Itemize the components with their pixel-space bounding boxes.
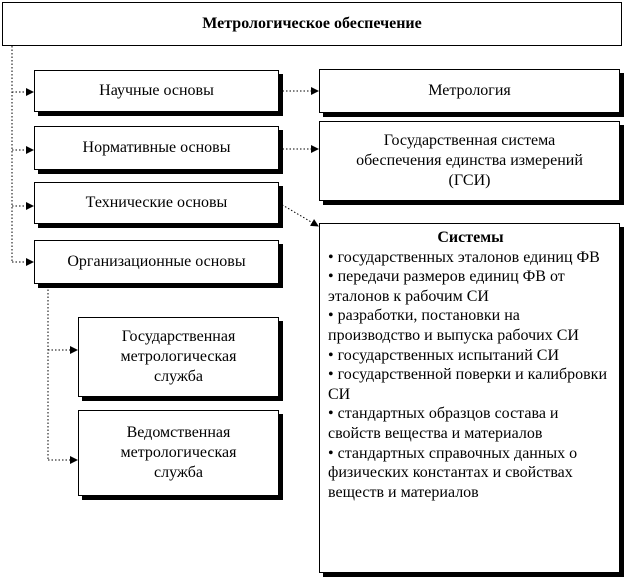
systems-item: разработки, постановки на производство и…: [328, 306, 613, 345]
node-scientific-basis: Научные основы: [34, 70, 279, 112]
node-gsi: Государственная система обеспечения един…: [319, 121, 620, 201]
node-state-metrological-service: Государственная метрологическая служба: [78, 317, 279, 397]
node-technical-basis: Технические основы: [34, 182, 279, 224]
departmental-service-line-3: служба: [154, 464, 203, 481]
systems-item: государственных эталонов единиц ФВ: [328, 248, 613, 268]
systems-list: государственных эталонов единиц ФВ перед…: [328, 248, 613, 503]
state-service-line-1: Государственная: [121, 328, 236, 345]
node-metrology: Метрология: [319, 69, 620, 113]
node-organizational-basis: Организационные основы: [34, 240, 279, 284]
state-service-line-2: метрологическая: [120, 348, 237, 365]
node-gsi-line-1: Государственная система: [383, 132, 556, 149]
title-box: Метрологическое обеспечение: [2, 2, 622, 46]
departmental-service-line-1: Ведомственная: [126, 424, 231, 441]
title-text: Метрологическое обеспечение: [202, 15, 422, 32]
systems-item: государственных испытаний СИ: [328, 346, 613, 366]
departmental-service-line-2: метрологическая: [120, 444, 237, 461]
systems-item: передачи размеров единиц ФВ от эталонов …: [328, 267, 613, 306]
state-service-line-3: служба: [154, 368, 203, 385]
link-technical-systems: [278, 202, 319, 227]
node-normative-basis-label: Нормативные основы: [82, 139, 231, 156]
node-metrology-label: Метрология: [428, 82, 511, 99]
systems-item: стандартных образцов состава и свойств в…: [328, 404, 613, 443]
systems-item: государственной поверки и калибровки СИ: [328, 365, 613, 404]
node-gsi-line-3: (ГСИ): [448, 172, 491, 189]
node-departmental-metrological-service: Ведомственная метрологическая служба: [78, 410, 279, 496]
node-normative-basis: Нормативные основы: [34, 126, 279, 170]
systems-box: Системы государственных эталонов единиц …: [319, 223, 620, 573]
node-scientific-basis-label: Научные основы: [99, 82, 214, 99]
node-organizational-basis-label: Организационные основы: [67, 253, 246, 270]
systems-title: Системы: [437, 229, 504, 246]
node-technical-basis-label: Технические основы: [85, 194, 228, 211]
node-gsi-line-2: обеспечения единства измерений: [356, 152, 583, 169]
systems-item: стандартных справочных данных о физическ…: [328, 444, 613, 503]
